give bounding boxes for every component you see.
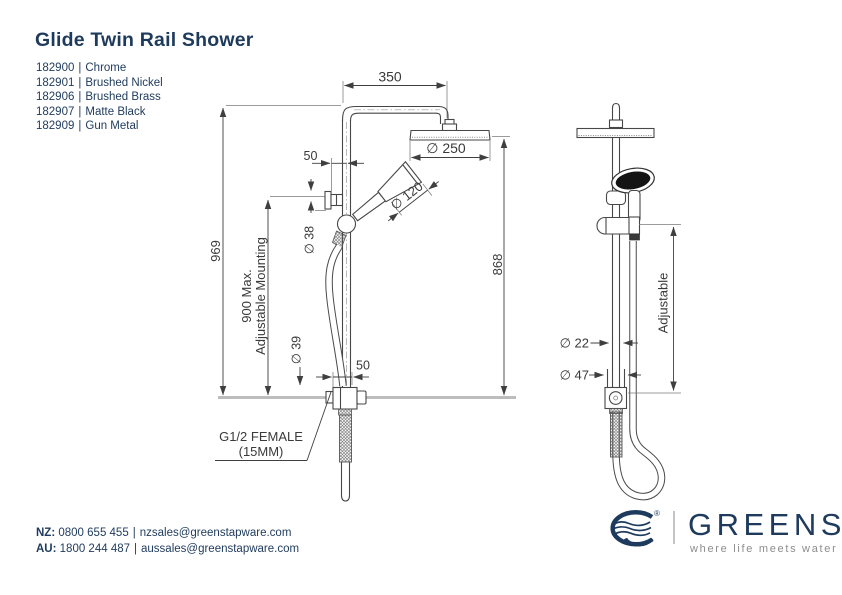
nz-email: nzsales@greenstapware.com [139,527,292,539]
overhead-shower-front [576,102,655,139]
dim-base-diameter-label: ∅ 47 [560,368,589,383]
shower-rail-side [341,105,449,395]
separator: | [78,120,82,133]
dim-mounting-label-line1: 900 Max. [239,269,254,322]
product-code-item: 182901|Brushed Nickel [36,76,163,91]
dim-arm-width-label: 350 [378,69,402,85]
wall-elbow-front [604,369,628,414]
finish-name: Brushed Brass [85,91,161,104]
inlet-label-line1: G1/2 FEMALE [219,429,303,444]
product-code: 182906 [36,91,75,104]
side-view-drawing: 969 900 Max. Adjustable Mounting 350 [208,69,510,502]
slider-bracket-front [596,216,641,241]
hose-ferrule-side [332,230,347,249]
product-code-item: 182906|Brushed Brass [36,90,163,105]
product-code-item: 182909|Gun Metal [36,119,163,134]
finish-name: Brushed Nickel [85,76,163,89]
outlet-hose-side [339,414,352,502]
product-code-list: 182900|Chrome 182901|Brushed Nickel 1829… [36,61,163,134]
dim-elbow-offset-label: 50 [356,359,370,373]
separator: | [78,76,82,89]
slider-knob [605,190,627,206]
separator: | [78,105,82,118]
separator: | [78,62,82,74]
wall-elbow-side [325,386,367,416]
dim-head-height-label: 868 [490,254,505,276]
dim-mounting-label-line2: Adjustable Mounting [253,237,268,355]
product-code: 182901 [36,76,75,89]
hose-ferrule-front [610,411,623,458]
au-phone: 1800 244 487 [59,542,131,555]
wall-bracket-side [324,190,344,210]
logo-wordmark: GREENS [688,507,842,542]
product-code: 182909 [36,120,75,133]
finish-name: Gun Metal [85,120,139,133]
greens-logo: ® GREENS where life meets water [603,508,842,555]
product-code: 182907 [36,105,75,118]
overhead-shower-side [409,118,491,141]
contact-line-nz: NZ: 0800 655 455|nzsales@greenstapware.c… [36,526,299,542]
nz-phone: 0800 655 455 [58,527,129,539]
product-code-item: 182907|Matte Black [36,105,163,120]
hand-shower-side: ∅ 120 [351,160,439,222]
dim-bracket-offset-label: 50 [304,149,318,163]
ball-joint [336,214,357,234]
greens-logo-mark: ® [610,509,660,547]
product-code: 182900 [36,62,75,74]
registered-mark: ® [654,509,660,518]
dim-bracket-diameter-label: ∅ 38 [303,226,317,254]
contact-line-au: AU: 1800 244 487|aussales@greenstapware.… [36,542,299,558]
dim-overall-height-label: 969 [208,240,223,262]
separator: | [78,91,82,104]
dim-rail-diameter-label: ∅ 22 [560,336,589,351]
separator: | [134,542,138,555]
finish-name: Chrome [85,62,127,74]
dim-elbow-diameter-label: ∅ 39 [290,336,304,364]
dim-head-diameter-label: ∅ 250 [426,140,466,156]
inlet-label-line2: (15MM) [239,444,284,459]
logo-divider [673,511,675,544]
front-view-drawing: ∅ 22 ∅ 47 Adjustable [560,102,681,501]
dim-adjustable-label: Adjustable [656,273,671,334]
product-code-item: 182900|Chrome [36,61,163,76]
separator: | [132,527,136,539]
au-email: aussales@greenstapware.com [141,542,300,555]
page-title: Glide Twin Rail Shower [35,29,254,51]
footer-contacts: NZ: 0800 655 455|nzsales@greenstapware.c… [36,526,299,557]
hand-shower-front [611,167,655,224]
au-label: AU: [36,542,57,555]
finish-name: Matte Black [85,105,146,118]
nz-label: NZ: [36,527,56,539]
logo-tagline: where life meets water [690,543,838,555]
